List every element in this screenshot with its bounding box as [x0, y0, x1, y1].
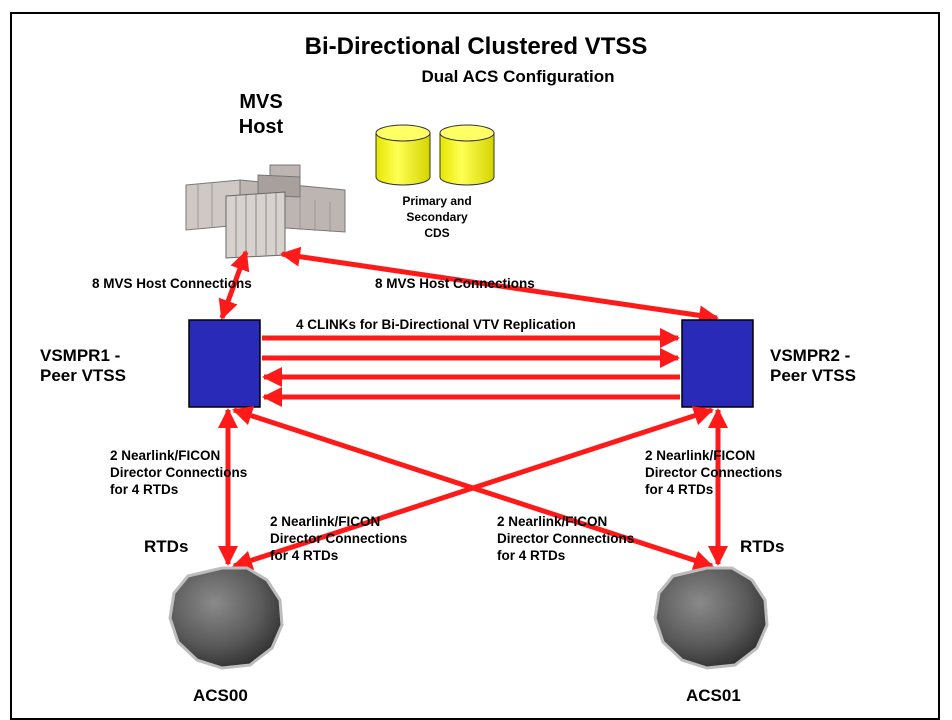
vtss2-box: [681, 319, 754, 408]
host-to-vtss2-arrow: [280, 246, 719, 326]
acs01-label: ACS01: [686, 686, 741, 705]
host-connections-right-label: 8 MVS Host Connections: [375, 276, 535, 291]
mvs-host-label: MVS Host: [238, 91, 284, 138]
vtss1-box: [188, 319, 261, 408]
mvs-host-icon: [185, 164, 346, 259]
rtds-left-label: RTDs: [144, 537, 189, 556]
acs00-label: ACS00: [193, 686, 248, 705]
host-connections-left-label: 8 MVS Host Connections: [92, 276, 252, 291]
page-title: Bi-Directional Clustered VTSS: [304, 33, 648, 60]
acs01-silo-icon: [653, 566, 769, 670]
cds-label: Primary and Secondary CDS: [402, 194, 472, 240]
nearlink-cross-left-label: 2 Nearlink/FICON Director Connections fo…: [270, 514, 408, 563]
nearlink-left-label: 2 Nearlink/FICON Director Connections fo…: [110, 448, 248, 497]
nearlink-vtss2-acs0-arrow: [232, 406, 714, 570]
clinks-label: 4 CLINKs for Bi-Directional VTV Replicat…: [296, 317, 576, 332]
nearlink-cross-right-label: 2 Nearlink/FICON Director Connections fo…: [497, 514, 635, 563]
host-to-vtss1-arrow: [218, 250, 250, 320]
acs00-silo-icon: [168, 566, 284, 670]
vtss1-label: VSMPR1 - Peer VTSS: [40, 346, 126, 385]
cds-database-icon: [375, 124, 495, 186]
vtss2-label: VSMPR2 - Peer VTSS: [770, 346, 856, 385]
page-subtitle: Dual ACS Configuration: [421, 67, 615, 86]
nearlink-right-label: 2 Nearlink/FICON Director Connections fo…: [645, 448, 783, 497]
rtds-right-label: RTDs: [740, 537, 785, 556]
